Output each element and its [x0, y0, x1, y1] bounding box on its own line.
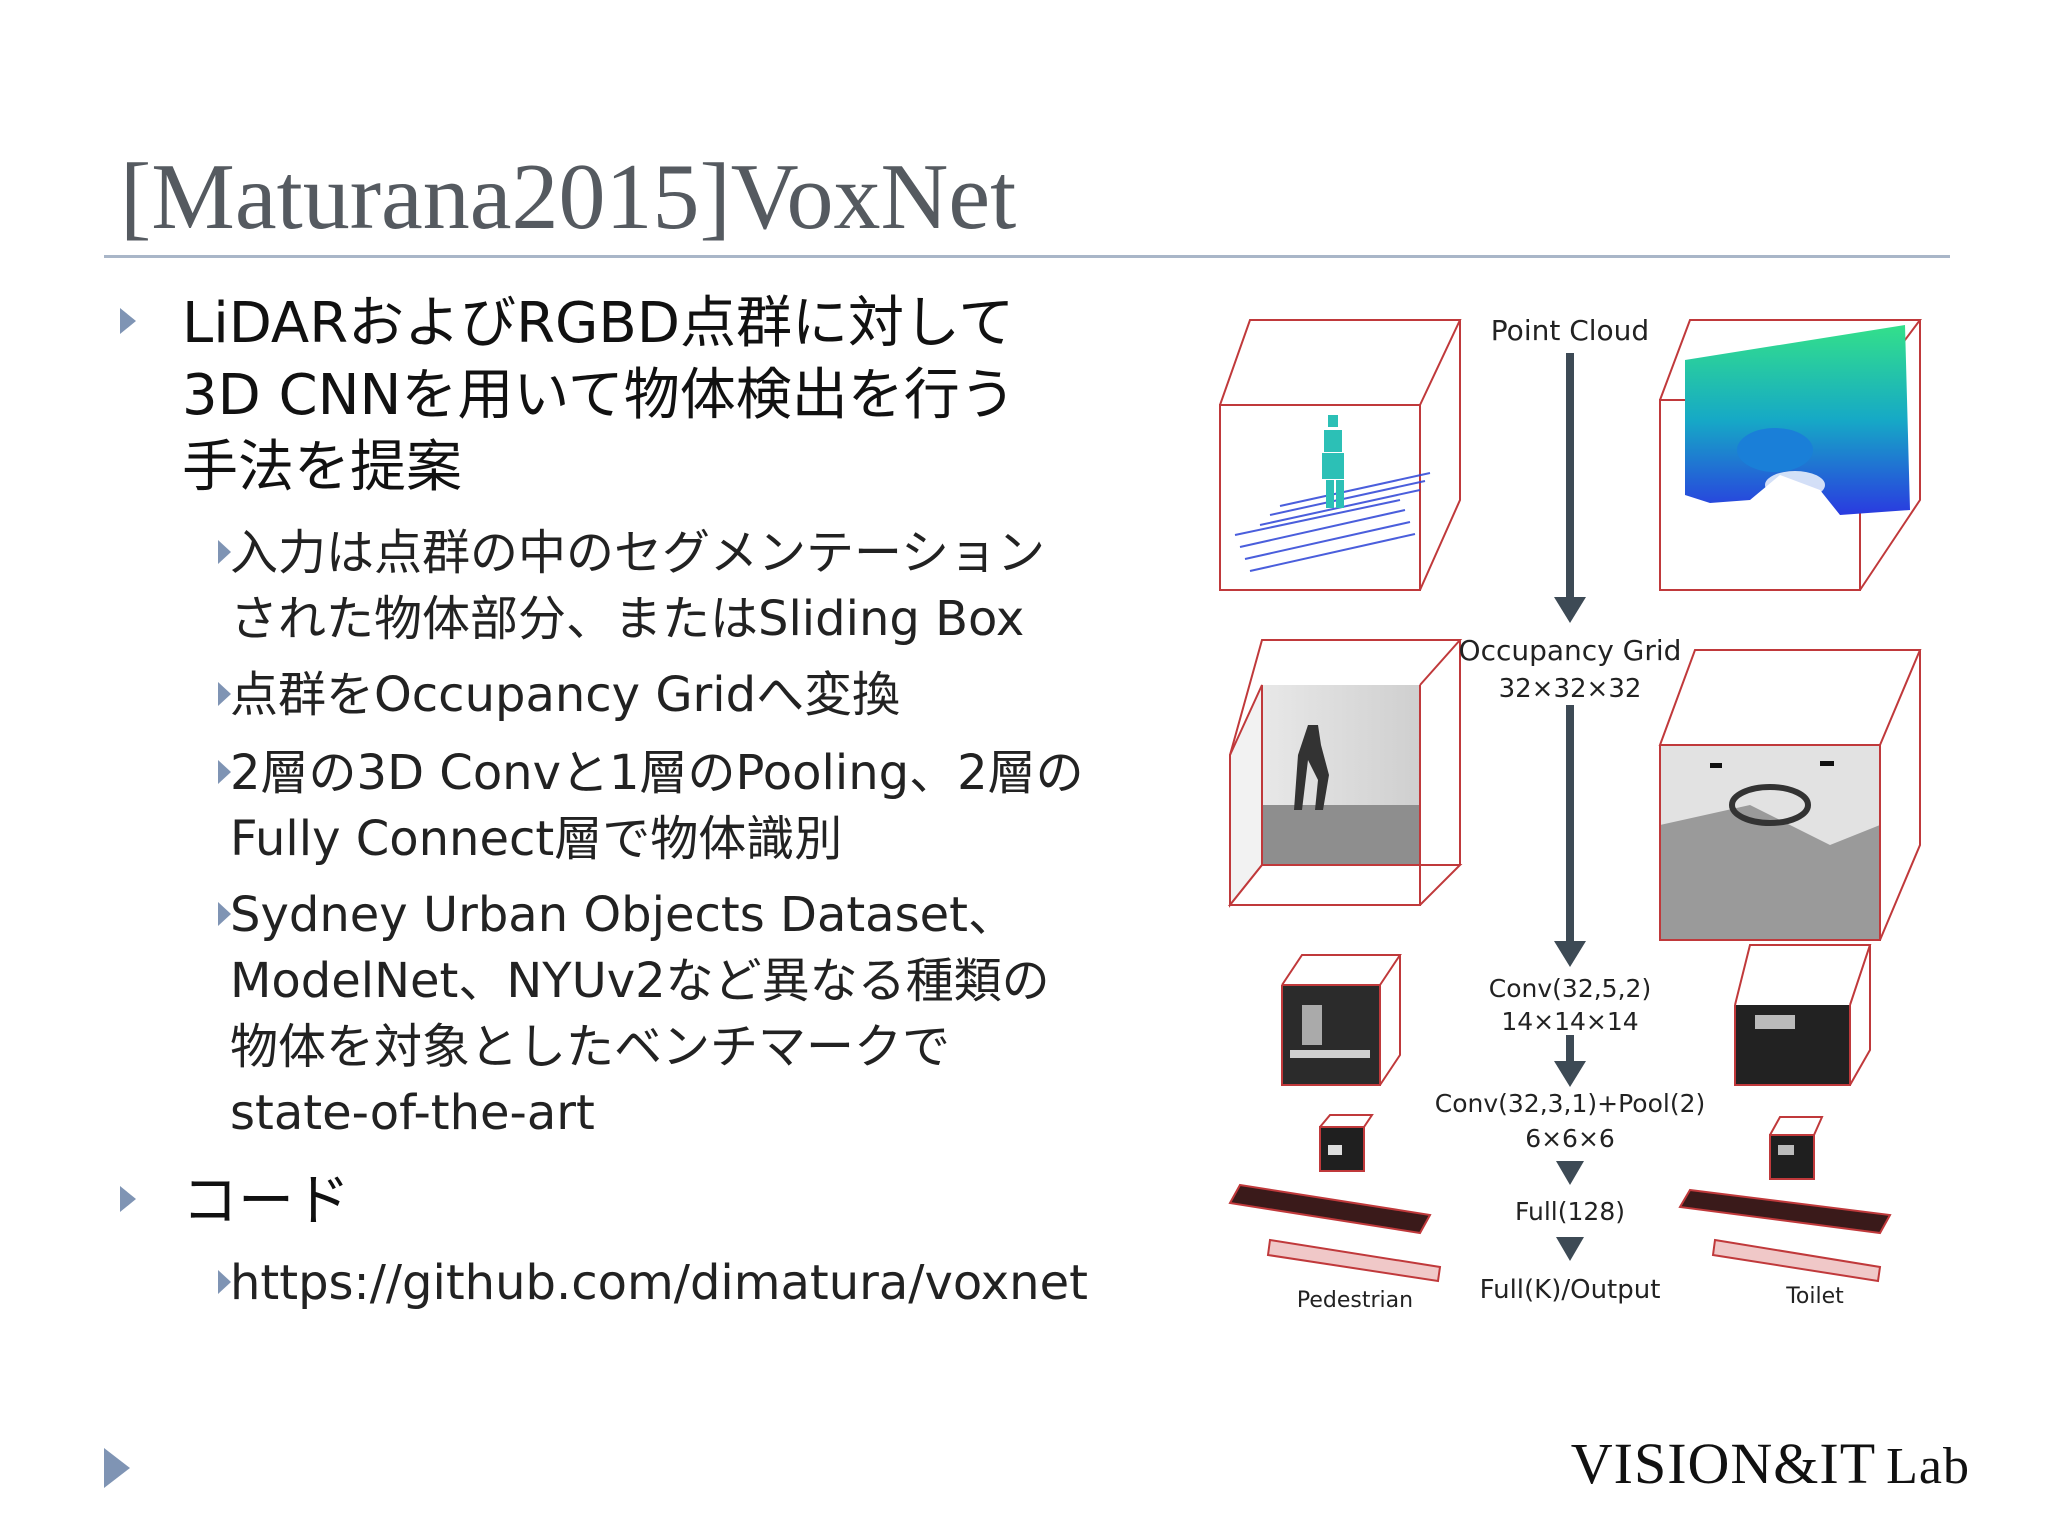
triangle-bullet-icon — [218, 902, 231, 926]
toilet-full-layer — [1678, 1188, 1892, 1283]
pedestrian-point-cloud-cube — [1219, 319, 1462, 591]
triangle-bullet-icon — [218, 1270, 231, 1294]
label-output: Full(K)/Output — [1480, 1275, 1661, 1305]
arrow-head-icon — [1556, 1161, 1584, 1185]
label-conv2: Conv(32,3,1)+Pool(2) — [1435, 1089, 1706, 1118]
arrow-shaft — [1566, 1035, 1574, 1065]
next-slide-arrow-icon — [104, 1448, 130, 1488]
toilet-conv1-cube — [1734, 944, 1872, 1086]
arrow-shaft — [1566, 353, 1574, 603]
bullet-line: 2層の3D Convと1層のPooling、2層の — [230, 745, 1084, 801]
bullet-code: コード — [120, 1166, 1182, 1238]
arrow-head-icon — [1554, 941, 1586, 967]
sub-bullet-architecture: 2層の3D Convと1層のPooling、2層の Fully Connect層… — [218, 740, 1190, 872]
bullet-line: Fully Connect層で物体識別 — [230, 811, 843, 867]
triangle-bullet-icon — [120, 1186, 136, 1212]
triangle-bullet-icon — [218, 540, 231, 564]
label-occupancy-grid: Occupancy Grid — [1459, 634, 1682, 667]
arrow-head-icon — [1556, 1237, 1584, 1261]
bullet-line: された物体部分、またはSliding Box — [230, 591, 1025, 647]
bullet-line: ModelNet、NYUv2など異なる種類の — [230, 953, 1050, 1009]
bullet-line: LiDARおよびRGBD点群に対して — [182, 291, 1015, 356]
label-full: Full(128) — [1515, 1197, 1625, 1226]
pedestrian-full-layer — [1228, 1183, 1442, 1283]
bullet-line: 物体を対象としたベンチマークで — [230, 1019, 951, 1075]
pedestrian-occupancy-grid-cube — [1227, 639, 1463, 908]
label-conv1: Conv(32,5,2) — [1489, 974, 1651, 1003]
logo-main: VISION&IT — [1570, 1431, 1877, 1496]
label-conv1-dims: 14×14×14 — [1501, 1007, 1638, 1036]
sub-bullet-occupancy: 点群をOccupancy Gridへ変換 — [218, 662, 1190, 728]
sub-bullet-input: 入力は点群の中のセグメンテーション された物体部分、またはSliding Box — [218, 520, 1190, 652]
bullet-line: 3D CNNを用いて物体検出を行う — [182, 363, 1016, 428]
bullet-line: Sydney Urban Objects Dataset、 — [230, 887, 1016, 943]
toilet-conv2-cube — [1769, 1116, 1824, 1180]
label-pedestrian: Pedestrian — [1297, 1288, 1413, 1313]
triangle-bullet-icon — [120, 308, 136, 334]
logo-suffix: Lab — [1886, 1438, 1970, 1495]
arrow-head-icon — [1554, 597, 1586, 623]
arrow-shaft — [1566, 705, 1574, 945]
voxnet-architecture-figure: Point Cloud Occupancy Grid 32×32×32 — [1190, 285, 1980, 1345]
slide-title: [Maturana2015]VoxNet — [120, 145, 1017, 249]
label-conv2-dims: 6×6×6 — [1525, 1124, 1615, 1153]
toilet-occupancy-grid-cube — [1658, 649, 1922, 941]
pedestrian-conv2-cube — [1319, 1114, 1374, 1172]
bullet-list: LiDARおよびRGBD点群に対して 3D CNNを用いて物体検出を行う 手法を… — [120, 288, 1190, 1316]
label-point-cloud: Point Cloud — [1491, 314, 1649, 347]
triangle-bullet-icon — [218, 682, 231, 706]
bullet-line: 入力は点群の中のセグメンテーション — [230, 525, 1046, 581]
label-toilet: Toilet — [1785, 1284, 1844, 1309]
bullet-line: 手法を提案 — [182, 435, 462, 500]
bullet-line: コード — [182, 1169, 350, 1234]
toilet-point-cloud-cube — [1659, 319, 1922, 591]
label-occupancy-dims: 32×32×32 — [1499, 674, 1642, 704]
sub-bullet-benchmarks: Sydney Urban Objects Dataset、 ModelNet、N… — [218, 882, 1190, 1146]
pipeline-arrows — [1554, 353, 1586, 1261]
triangle-bullet-icon — [218, 760, 231, 784]
bullet-main-method: LiDARおよびRGBD点群に対して 3D CNNを用いて物体検出を行う 手法を… — [120, 288, 1182, 504]
code-url-link[interactable]: https://github.com/dimatura/voxnet — [230, 1255, 1088, 1311]
sub-bullet-code-url[interactable]: https://github.com/dimatura/voxnet — [218, 1250, 1190, 1316]
title-divider — [104, 255, 1950, 258]
bullet-line: 点群をOccupancy Gridへ変換 — [230, 667, 901, 723]
voxnet-diagram: Point Cloud Occupancy Grid 32×32×32 — [1219, 314, 1922, 1313]
pedestrian-conv1-cube — [1281, 954, 1402, 1086]
arrow-head-icon — [1554, 1061, 1586, 1087]
bullet-line: state-of-the-art — [230, 1085, 595, 1141]
